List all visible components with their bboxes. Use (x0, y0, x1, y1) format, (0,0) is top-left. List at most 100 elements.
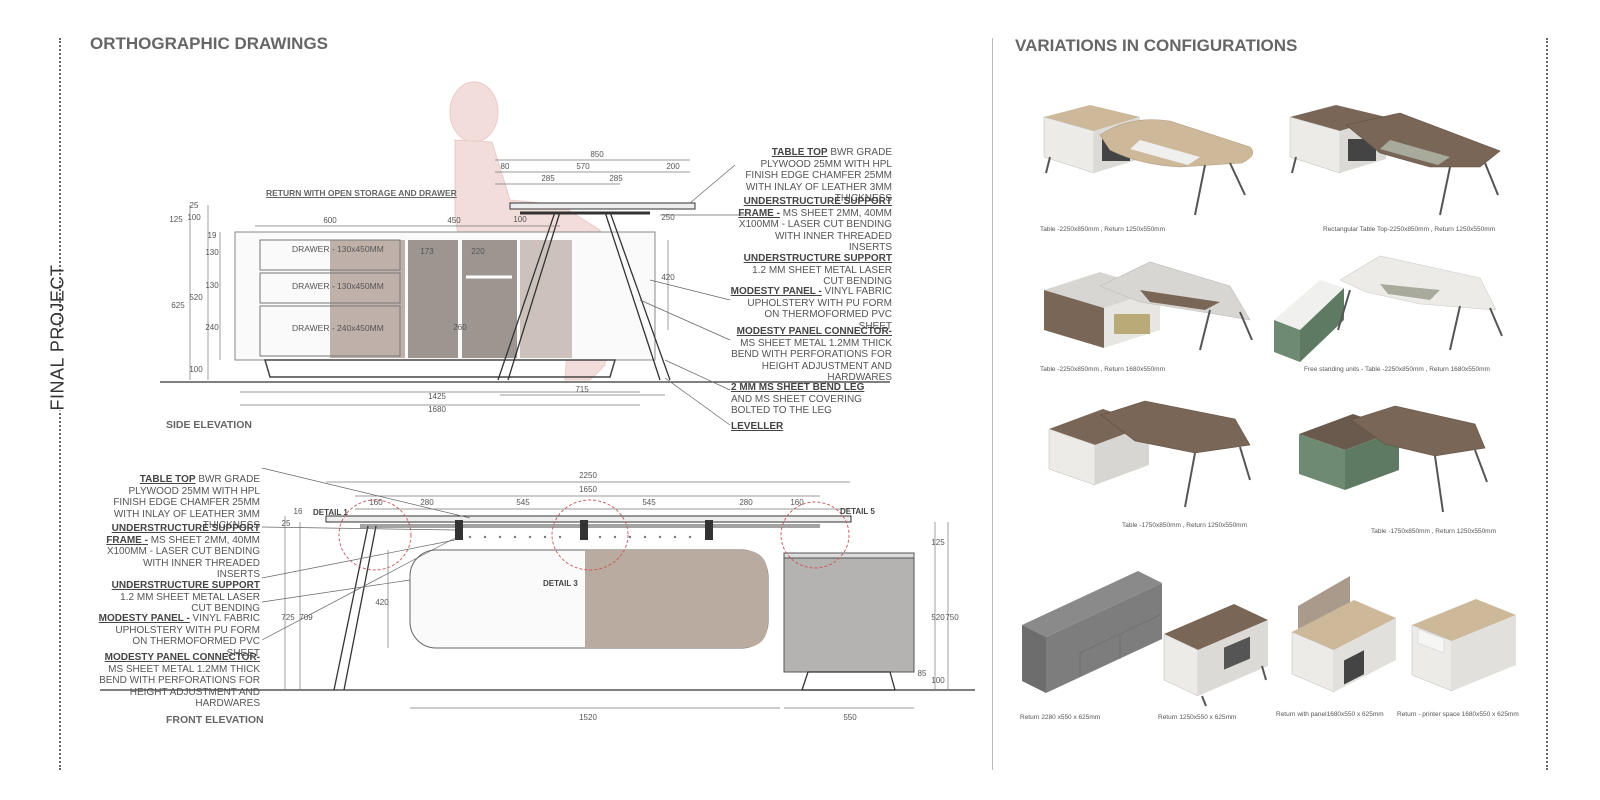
dim-570: 570 (576, 162, 590, 171)
dim-1680: 1680 (428, 405, 446, 414)
section-divider (992, 38, 993, 770)
dim-130b: 130 (205, 281, 219, 290)
dim-25: 25 (282, 519, 291, 528)
front-note-connector: MODESTY PANEL CONNECTOR- MS SHEET METAL … (99, 652, 260, 710)
front-return-unit (783, 557, 915, 673)
config-render-10 (1411, 599, 1516, 692)
config-caption-1: Table -2250x850mm , Return 1250x550mm (1040, 226, 1166, 233)
dim-80: 80 (501, 162, 510, 171)
dim-420: 420 (661, 273, 675, 282)
side-table-top (509, 202, 696, 210)
dim-100c: 100 (513, 215, 527, 224)
front-elevation-drawing: 2250 1650 160 280 545 545 280 160 16 25 … (100, 467, 975, 722)
config-render-4 (1274, 255, 1503, 362)
config-caption-6: Table -1750x850mm , Return 1250x550mm (1371, 528, 1497, 535)
dim-2250: 2250 (579, 471, 597, 480)
variations-title: VARIATIONS IN CONFIGURATIONS (1015, 36, 1298, 55)
config-render-9 (1291, 576, 1396, 693)
config-caption-3: Table -2250x850mm , Return 1680x550mm (1040, 366, 1166, 373)
dim-625: 625 (171, 301, 185, 310)
dim-25: 25 (190, 201, 199, 210)
detail-3-label: DETAIL 3 (543, 579, 578, 588)
dim-450: 450 (447, 216, 461, 225)
side-elevation-label: SIDE ELEVATION (166, 419, 252, 431)
front-note-table-top: TABLE TOP BWR GRADE PLYWOOD 25MM WITH HP… (113, 474, 260, 532)
dim-420: 420 (375, 598, 389, 607)
return-storage-label: RETURN WITH OPEN STORAGE AND DRAWER (266, 188, 457, 198)
dim-715: 715 (575, 385, 589, 394)
dim-750: 750 (945, 613, 959, 622)
detail-5-circle (780, 501, 850, 569)
detail-1-label: DETAIL 1 (313, 508, 348, 517)
dim-130a: 130 (205, 248, 219, 257)
dim-1650: 1650 (579, 485, 597, 494)
right-dotted-margin (1546, 38, 1548, 770)
config-render-8 (1163, 604, 1268, 707)
dim-280b: 280 (739, 498, 753, 507)
config-render-1 (1043, 105, 1253, 216)
side-note-connector: MODESTY PANEL CONNECTOR- MS SHEET METAL … (731, 326, 892, 384)
dim-550: 550 (843, 713, 857, 722)
drawer-label-3: DRAWER - 240x450MM (292, 323, 384, 333)
side-note-support: UNDERSTRUCTURE SUPPORT 1.2 MM SHEET META… (743, 253, 892, 288)
dim-85: 85 (918, 669, 927, 678)
dim-173: 173 (420, 247, 434, 256)
side-note-modesty: MODESTY PANEL - VINYL FABRIC UPHOLSTERY … (730, 286, 892, 332)
dim-125: 125 (931, 538, 945, 547)
dim-220: 220 (471, 247, 485, 256)
dim-280a: 280 (420, 498, 434, 507)
dim-725: 725 (281, 613, 295, 622)
side-note-frame: UNDERSTRUCTURE SUPPORT FRAME - MS SHEET … (738, 196, 892, 254)
config-render-2 (1289, 105, 1501, 216)
dim-520: 520 (189, 293, 203, 302)
config-caption-9: Return with panel1680x550 x 625mm (1276, 711, 1384, 718)
config-caption-2: Rectangular Table Top-2250x850mm , Retur… (1323, 226, 1496, 233)
dim-285b: 285 (609, 174, 623, 183)
config-render-5 (1048, 400, 1251, 508)
config-caption-8: Return 1250x550 x 625mm (1158, 714, 1237, 721)
dim-260: 260 (453, 323, 467, 332)
front-note-frame: UNDERSTRUCTURE SUPPORT FRAME - MS SHEET … (106, 523, 260, 581)
drawer-label-1: DRAWER - 130x450MM (292, 244, 384, 254)
dim-285a: 285 (541, 174, 555, 183)
dim-545a: 545 (516, 498, 530, 507)
dim-850: 850 (590, 150, 604, 159)
dim-709: 709 (299, 613, 313, 622)
dim-250: 250 (661, 213, 675, 222)
config-render-3 (1044, 261, 1253, 351)
dim-160a: 160 (369, 498, 383, 507)
front-elevation-label: FRONT ELEVATION (166, 714, 264, 726)
dim-125: 125 (169, 215, 183, 224)
dim-100: 100 (931, 676, 945, 685)
dim-1520: 1520 (579, 713, 597, 722)
config-caption-7: Return 2280 x550 x 625mm (1020, 714, 1101, 721)
config-render-7 (1022, 571, 1162, 693)
config-render-6 (1299, 405, 1488, 513)
detail-3-circle (551, 499, 629, 571)
dim-1425: 1425 (428, 392, 446, 401)
dim-16: 16 (294, 507, 303, 516)
front-note-support: UNDERSTRUCTURE SUPPORT 1.2 MM SHEET META… (111, 580, 260, 615)
config-caption-4: Free standing units - Table -2250x850mm … (1304, 366, 1490, 373)
drawer-label-2: DRAWER - 130x450MM (292, 281, 384, 291)
dim-19: 19 (208, 231, 217, 240)
front-note-modesty: MODESTY PANEL - VINYL FABRIC UPHOLSTERY … (98, 613, 260, 659)
side-note-leveller: LEVELLER (731, 421, 784, 432)
detail-5-label: DETAIL 5 (840, 507, 875, 516)
config-caption-5: Table -1750x850mm , Return 1250x550mm (1122, 522, 1248, 529)
dim-545b: 545 (642, 498, 656, 507)
detail-1-circle (338, 499, 412, 571)
orthographic-title: ORTHOGRAPHIC DRAWINGS (90, 34, 328, 53)
dim-520: 520 (931, 613, 945, 622)
side-elevation-drawing: 850 80 570 200 285 285 600 450 173 220 2… (160, 81, 890, 426)
dim-200: 200 (666, 162, 680, 171)
dim-600: 600 (323, 216, 337, 225)
config-caption-10: Return - printer space 1680x550 x 625mm (1397, 711, 1519, 718)
dim-240: 240 (205, 323, 219, 332)
side-note-table-top: TABLE TOP BWR GRADE PLYWOOD 25MM WITH HP… (745, 147, 892, 205)
dim-100a: 100 (187, 213, 201, 222)
front-table-top (325, 515, 852, 523)
dim-160b: 160 (790, 498, 804, 507)
dim-100b: 100 (189, 365, 203, 374)
